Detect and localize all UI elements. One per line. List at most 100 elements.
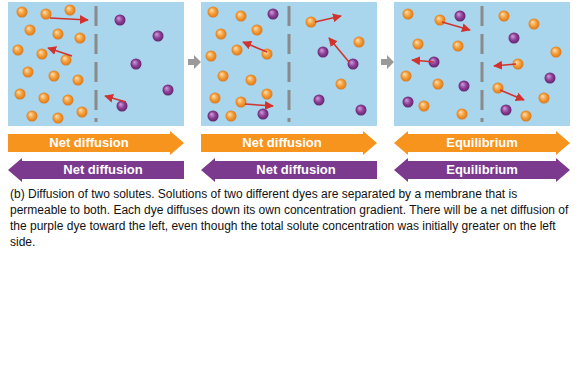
purple-dye-molecule bbox=[509, 33, 520, 44]
arrow-band: Net diffusion bbox=[201, 131, 377, 155]
membrane bbox=[481, 6, 484, 122]
arrow-label: Equilibrium bbox=[394, 158, 570, 182]
arrow-fill bbox=[394, 158, 570, 182]
orange-dye-molecule bbox=[521, 111, 532, 122]
orange-dye-molecule bbox=[226, 111, 237, 122]
arrow-band: Equilibrium bbox=[394, 131, 570, 155]
orange-dye-molecule bbox=[206, 51, 217, 62]
orange-dye-molecule bbox=[551, 47, 562, 58]
arrow-label: Net diffusion bbox=[201, 158, 377, 182]
movement-arrow bbox=[315, 16, 341, 22]
orange-dye-molecule bbox=[53, 113, 64, 124]
orange-dye-molecule bbox=[216, 29, 227, 40]
orange-dye-molecule bbox=[37, 49, 48, 60]
orange-dye-molecule bbox=[413, 39, 424, 50]
orange-dye-molecule bbox=[61, 55, 72, 66]
arrow-band: Net diffusion bbox=[201, 158, 377, 182]
solution-background bbox=[8, 2, 184, 126]
orange-dye-molecule bbox=[529, 19, 540, 30]
movement-arrow bbox=[329, 38, 349, 62]
movement-arrow bbox=[245, 104, 273, 106]
orange-dye-molecule bbox=[77, 107, 88, 118]
orange-dye-molecule bbox=[435, 15, 446, 26]
purple-dye-molecule bbox=[318, 47, 329, 58]
solution-panel bbox=[201, 2, 377, 126]
orange-dye-molecule bbox=[493, 83, 504, 94]
orange-dye-molecule bbox=[25, 25, 36, 36]
orange-dye-molecule bbox=[210, 93, 221, 104]
orange-dye-molecule bbox=[419, 101, 430, 112]
orange-dye-molecule bbox=[252, 25, 263, 36]
arrow-label: Equilibrium bbox=[394, 131, 570, 155]
purple-dye-molecule bbox=[356, 105, 367, 116]
orange-dye-molecule bbox=[499, 11, 510, 22]
orange-dye-molecule bbox=[336, 79, 347, 90]
orange-dye-molecule bbox=[539, 93, 550, 104]
purple-dye-molecule bbox=[348, 59, 359, 70]
purple-dye-molecule bbox=[501, 105, 512, 116]
orange-dye-molecule bbox=[53, 29, 64, 40]
orange-dye-molecule bbox=[218, 71, 229, 82]
purple-dye-molecule bbox=[131, 59, 142, 70]
purple-dye-molecule bbox=[268, 9, 279, 20]
orange-dye-molecule bbox=[401, 71, 412, 82]
step-arrow bbox=[188, 55, 201, 69]
movement-arrow bbox=[243, 42, 267, 52]
membrane bbox=[288, 6, 291, 122]
movement-arrow bbox=[442, 22, 470, 30]
orange-dye-molecule bbox=[208, 7, 219, 18]
arrow-band: Equilibrium bbox=[394, 158, 570, 182]
solution-background bbox=[394, 2, 570, 126]
orange-dye-molecule bbox=[41, 9, 52, 20]
orange-dye-molecule bbox=[246, 75, 257, 86]
orange-dye-molecule bbox=[65, 5, 76, 16]
orange-dye-molecule bbox=[354, 37, 365, 48]
orange-dye-molecule bbox=[262, 89, 273, 100]
arrow-band: Net diffusion bbox=[8, 131, 184, 155]
orange-dye-molecule bbox=[27, 111, 38, 122]
solution-background bbox=[201, 2, 377, 126]
orange-dye-molecule bbox=[433, 79, 444, 90]
orange-dye-molecule bbox=[39, 93, 50, 104]
arrow-label: Net diffusion bbox=[8, 131, 184, 155]
orange-dye-molecule bbox=[236, 97, 247, 108]
membrane bbox=[95, 6, 98, 122]
purple-dye-molecule bbox=[163, 85, 174, 96]
orange-dye-molecule bbox=[13, 45, 24, 56]
movement-arrow bbox=[494, 64, 516, 66]
arrow-band: Net diffusion bbox=[8, 158, 184, 182]
orange-dye-molecule bbox=[453, 41, 464, 52]
step-arrow bbox=[381, 55, 394, 69]
movement-arrow bbox=[105, 96, 126, 102]
orange-dye-molecule bbox=[306, 17, 317, 28]
movement-arrow bbox=[500, 90, 524, 100]
solution-panel bbox=[394, 2, 570, 126]
orange-dye-molecule bbox=[457, 109, 468, 120]
purple-dye-molecule bbox=[545, 73, 556, 84]
purple-dye-molecule bbox=[258, 109, 269, 120]
purple-dye-molecule bbox=[455, 11, 466, 22]
orange-dye-molecule bbox=[403, 9, 414, 20]
arrow-fill bbox=[8, 131, 184, 155]
purple-dye-molecule bbox=[115, 15, 126, 26]
orange-dye-molecule bbox=[75, 33, 86, 44]
orange-dye-molecule bbox=[15, 89, 26, 100]
orange-dye-molecule bbox=[73, 75, 84, 86]
solution-panel bbox=[8, 2, 184, 126]
arrow-fill bbox=[394, 131, 570, 155]
figure-caption: (b) Diffusion of two solutes. Solutions … bbox=[10, 186, 570, 250]
orange-dye-molecule bbox=[236, 11, 247, 22]
orange-dye-molecule bbox=[23, 67, 34, 78]
movement-arrow bbox=[50, 18, 88, 20]
purple-dye-molecule bbox=[314, 95, 325, 106]
orange-dye-molecule bbox=[232, 45, 243, 56]
orange-dye-molecule bbox=[63, 95, 74, 106]
purple-dye-molecule bbox=[459, 81, 470, 92]
purple-dye-molecule bbox=[403, 97, 414, 108]
orange-dye-molecule bbox=[49, 71, 60, 82]
purple-dye-molecule bbox=[208, 111, 219, 122]
orange-dye-molecule bbox=[17, 7, 28, 18]
arrow-fill bbox=[8, 158, 184, 182]
